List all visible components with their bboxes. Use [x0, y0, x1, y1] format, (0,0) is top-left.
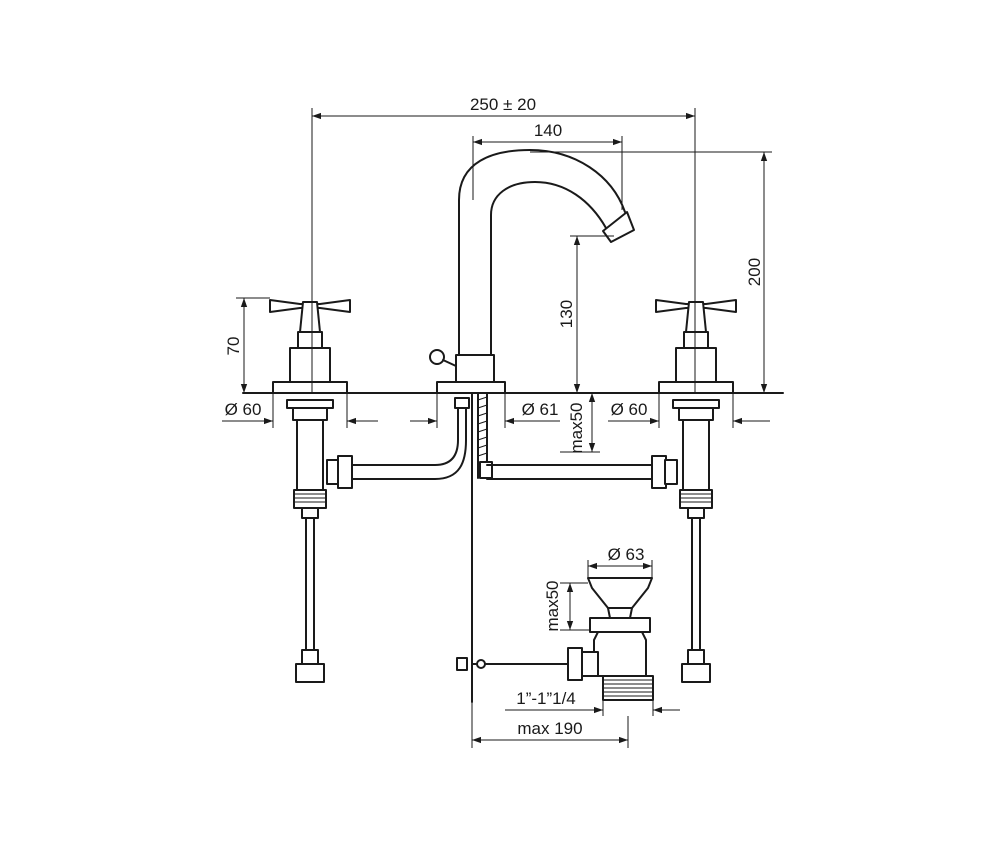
dimension-drain-max-depth: max 190 — [471, 702, 629, 748]
dimension-drain-thread: 1”-1”1/4 — [505, 689, 680, 716]
left-cross-handle — [269, 299, 351, 683]
label-handle-height: 70 — [224, 337, 243, 356]
dimension-drain-flange-diameter: Ø 63 — [587, 545, 653, 578]
label-spout-base-diameter: Ø 61 — [522, 400, 559, 419]
right-cross-handle — [655, 299, 737, 683]
dimension-right-base-diameter: Ø 60 — [608, 393, 770, 428]
connecting-hoses — [326, 397, 678, 489]
dimension-spout-base-diameter: Ø 61 — [410, 393, 560, 428]
label-total-height: 200 — [745, 258, 764, 286]
label-drain-max-depth: max 190 — [517, 719, 582, 738]
dimension-overall-width: 250 ± 20 — [311, 95, 696, 393]
label-spout-reach: 140 — [534, 121, 562, 140]
dimension-spout-outlet-height: 130 — [557, 235, 614, 393]
label-deck-thickness: max50 — [567, 402, 586, 453]
spout — [429, 149, 635, 703]
dimension-drain-deck-thickness: max50 — [543, 580, 590, 632]
label-drain-thread: 1”-1”1/4 — [516, 689, 576, 708]
dimension-left-base-diameter: Ø 60 — [222, 393, 378, 428]
label-drain-deck-thickness: max50 — [543, 580, 562, 631]
dimension-spout-reach: 140 — [472, 121, 623, 210]
dimension-handle-height: 70 — [224, 297, 270, 393]
label-drain-flange-diameter: Ø 63 — [608, 545, 645, 564]
label-right-base-diameter: Ø 60 — [611, 400, 648, 419]
label-left-base-diameter: Ø 60 — [225, 400, 262, 419]
label-overall-width: 250 ± 20 — [470, 95, 536, 114]
label-spout-outlet-height: 130 — [557, 300, 576, 328]
dimension-total-height: 200 — [530, 151, 772, 394]
dimension-deck-thickness: max50 — [560, 393, 600, 454]
